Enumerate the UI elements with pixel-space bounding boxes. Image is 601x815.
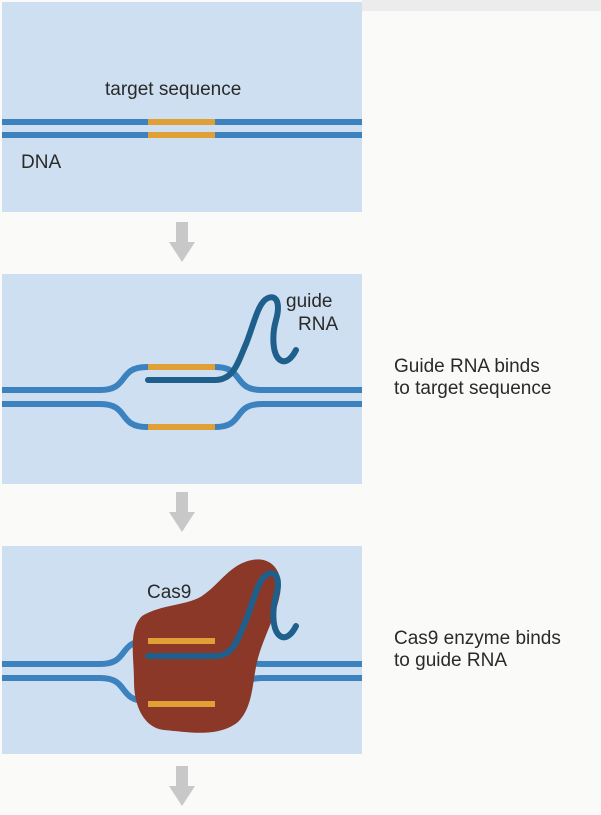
top-bar xyxy=(362,0,601,11)
guide-rna-strand xyxy=(145,570,299,659)
down-arrow-icon xyxy=(169,766,195,806)
panel-dna: target sequence DNA xyxy=(2,2,362,212)
guide-rna-strand xyxy=(145,294,299,383)
cas9-enzyme xyxy=(132,559,281,733)
cas9-diagram xyxy=(2,559,362,733)
panel-guide-rna: guide RNA xyxy=(2,274,362,484)
dna-strand-lower xyxy=(2,401,362,430)
dna-diagram xyxy=(2,119,362,138)
step2-caption-line1: Guide RNA binds xyxy=(394,356,540,377)
panel-cas9: Cas9 xyxy=(2,546,362,754)
step3-caption-line2: to guide RNA xyxy=(394,650,508,671)
target-sequence-label: target sequence xyxy=(105,79,242,100)
step2-caption-line2: to target sequence xyxy=(394,378,552,399)
guide-rna-diagram xyxy=(2,294,362,430)
step3-caption-line1: Cas9 enzyme binds xyxy=(394,628,561,649)
cas9-label: Cas9 xyxy=(147,582,192,603)
down-arrow-icon xyxy=(169,492,195,532)
guide-label-line1: guide xyxy=(286,291,333,312)
dna-label: DNA xyxy=(21,152,62,173)
down-arrow-icon xyxy=(169,222,195,262)
guide-label-line2: RNA xyxy=(298,314,339,335)
